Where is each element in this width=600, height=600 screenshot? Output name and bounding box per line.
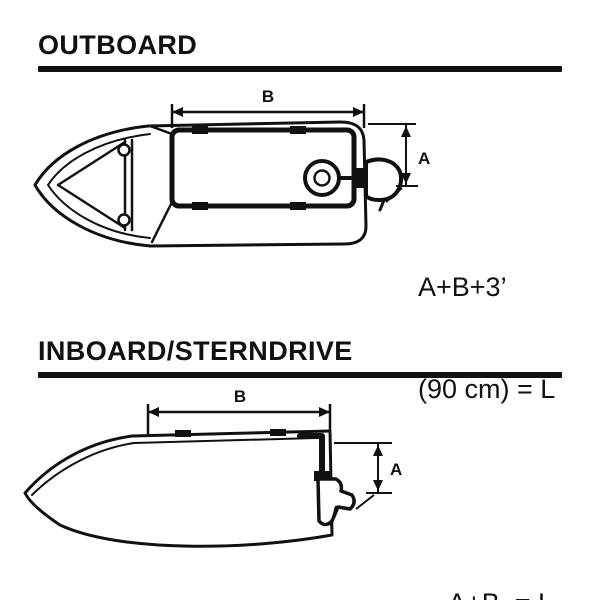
formula-line-1: A+B+3’ [418,272,507,302]
dim-b-arrow-left [148,407,159,417]
dimension-b: B [170,87,366,128]
bow-cleat-bottom [117,213,131,227]
bow-cleat-top [117,143,131,157]
dim-b-arrow-right [319,407,330,417]
inboard-diagram: B A [23,387,402,548]
formula-line-2: (90 cm) = L [418,374,556,404]
dim-a-arrow-bottom [373,480,383,491]
dimension-a: A [334,442,402,510]
hull-outline [23,429,334,548]
engine-cowl-inner [313,169,331,187]
transom-bracket [297,433,325,478]
motor-skeg [378,198,386,212]
dim-b-arrow-right [353,107,364,117]
dim-a-arrow-bottom [401,173,411,184]
engine-cowl [303,159,341,197]
dim-a-leader [355,494,375,510]
dimension-b-label: B [262,87,274,106]
deck-fitting [192,202,208,210]
bow-brace [56,140,127,230]
deck-fitting [192,126,208,134]
outboard-diagram: B A [33,87,430,248]
deck-fitting [290,126,306,134]
dimension-b: B [146,387,332,437]
outboard-motor [303,157,404,212]
deck-fitting [175,430,191,437]
deck-fitting [290,202,306,210]
sheer-line [31,437,317,496]
deck-fitting [270,429,286,436]
dim-a-leader [385,187,403,203]
inboard-formula: A+B = L [448,518,553,600]
dimension-a-label: A [418,149,430,168]
dim-a-arrow-top [401,126,411,137]
boat-side-view [23,429,356,548]
outboard-heading-rule [38,66,562,72]
gunwale-line [47,133,151,239]
windshield-lines [148,124,174,244]
formula-line-1: A+B = L [448,586,553,600]
drive-mount [314,471,330,481]
dim-b-arrow-left [172,107,183,117]
sterndrive-unit [316,477,356,527]
transom-mount [352,168,364,188]
outboard-heading: OUTBOARD [38,30,198,60]
dimension-a: A [368,123,430,203]
outboard-formula: A+B+3’ (90 cm) = L [418,202,555,474]
dimension-a-label: A [390,460,402,479]
dimension-b-label: B [234,387,246,406]
dim-a-arrow-top [373,445,383,456]
inboard-heading-rule [38,372,562,378]
inboard-heading: INBOARD/STERNDRIVE [38,336,353,366]
boat-top-view [33,120,404,248]
sterndrive-skeg [329,505,338,527]
